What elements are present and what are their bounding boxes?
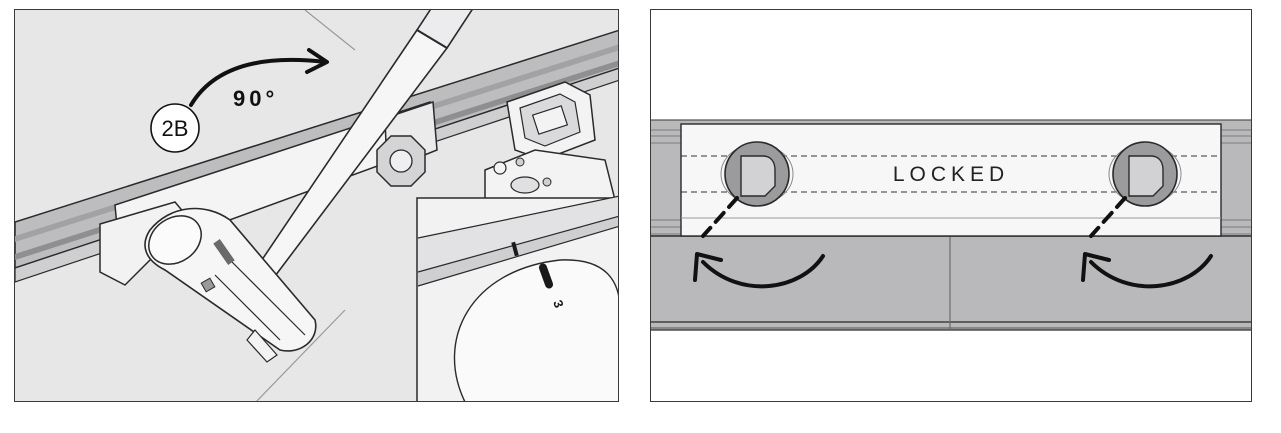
step-badge: 2B [150, 103, 200, 153]
panel-seam [304, 10, 356, 51]
step-label: 2B [162, 116, 189, 141]
cam-lock-right [1108, 141, 1182, 207]
installation-step-panel: 3 2B 90° [14, 9, 619, 402]
step-illustration: 3 2B 90° [15, 10, 618, 401]
clip-marking-text: 3 [550, 298, 567, 310]
connector-tool [99, 201, 317, 363]
locked-state-panel: LOCKED [650, 9, 1252, 402]
turn-arrow-left [693, 196, 825, 289]
angle-label: 90° [233, 86, 278, 111]
panel-seam [256, 309, 346, 401]
locked-illustration: LOCKED [651, 10, 1251, 401]
cam-lock-left [720, 141, 794, 207]
rotation-arrow [189, 48, 329, 107]
rail-clamp [484, 81, 616, 201]
turn-arrow-right [1081, 196, 1213, 289]
detail-inset: 3 [416, 195, 618, 401]
locked-label: LOCKED [893, 163, 1009, 186]
